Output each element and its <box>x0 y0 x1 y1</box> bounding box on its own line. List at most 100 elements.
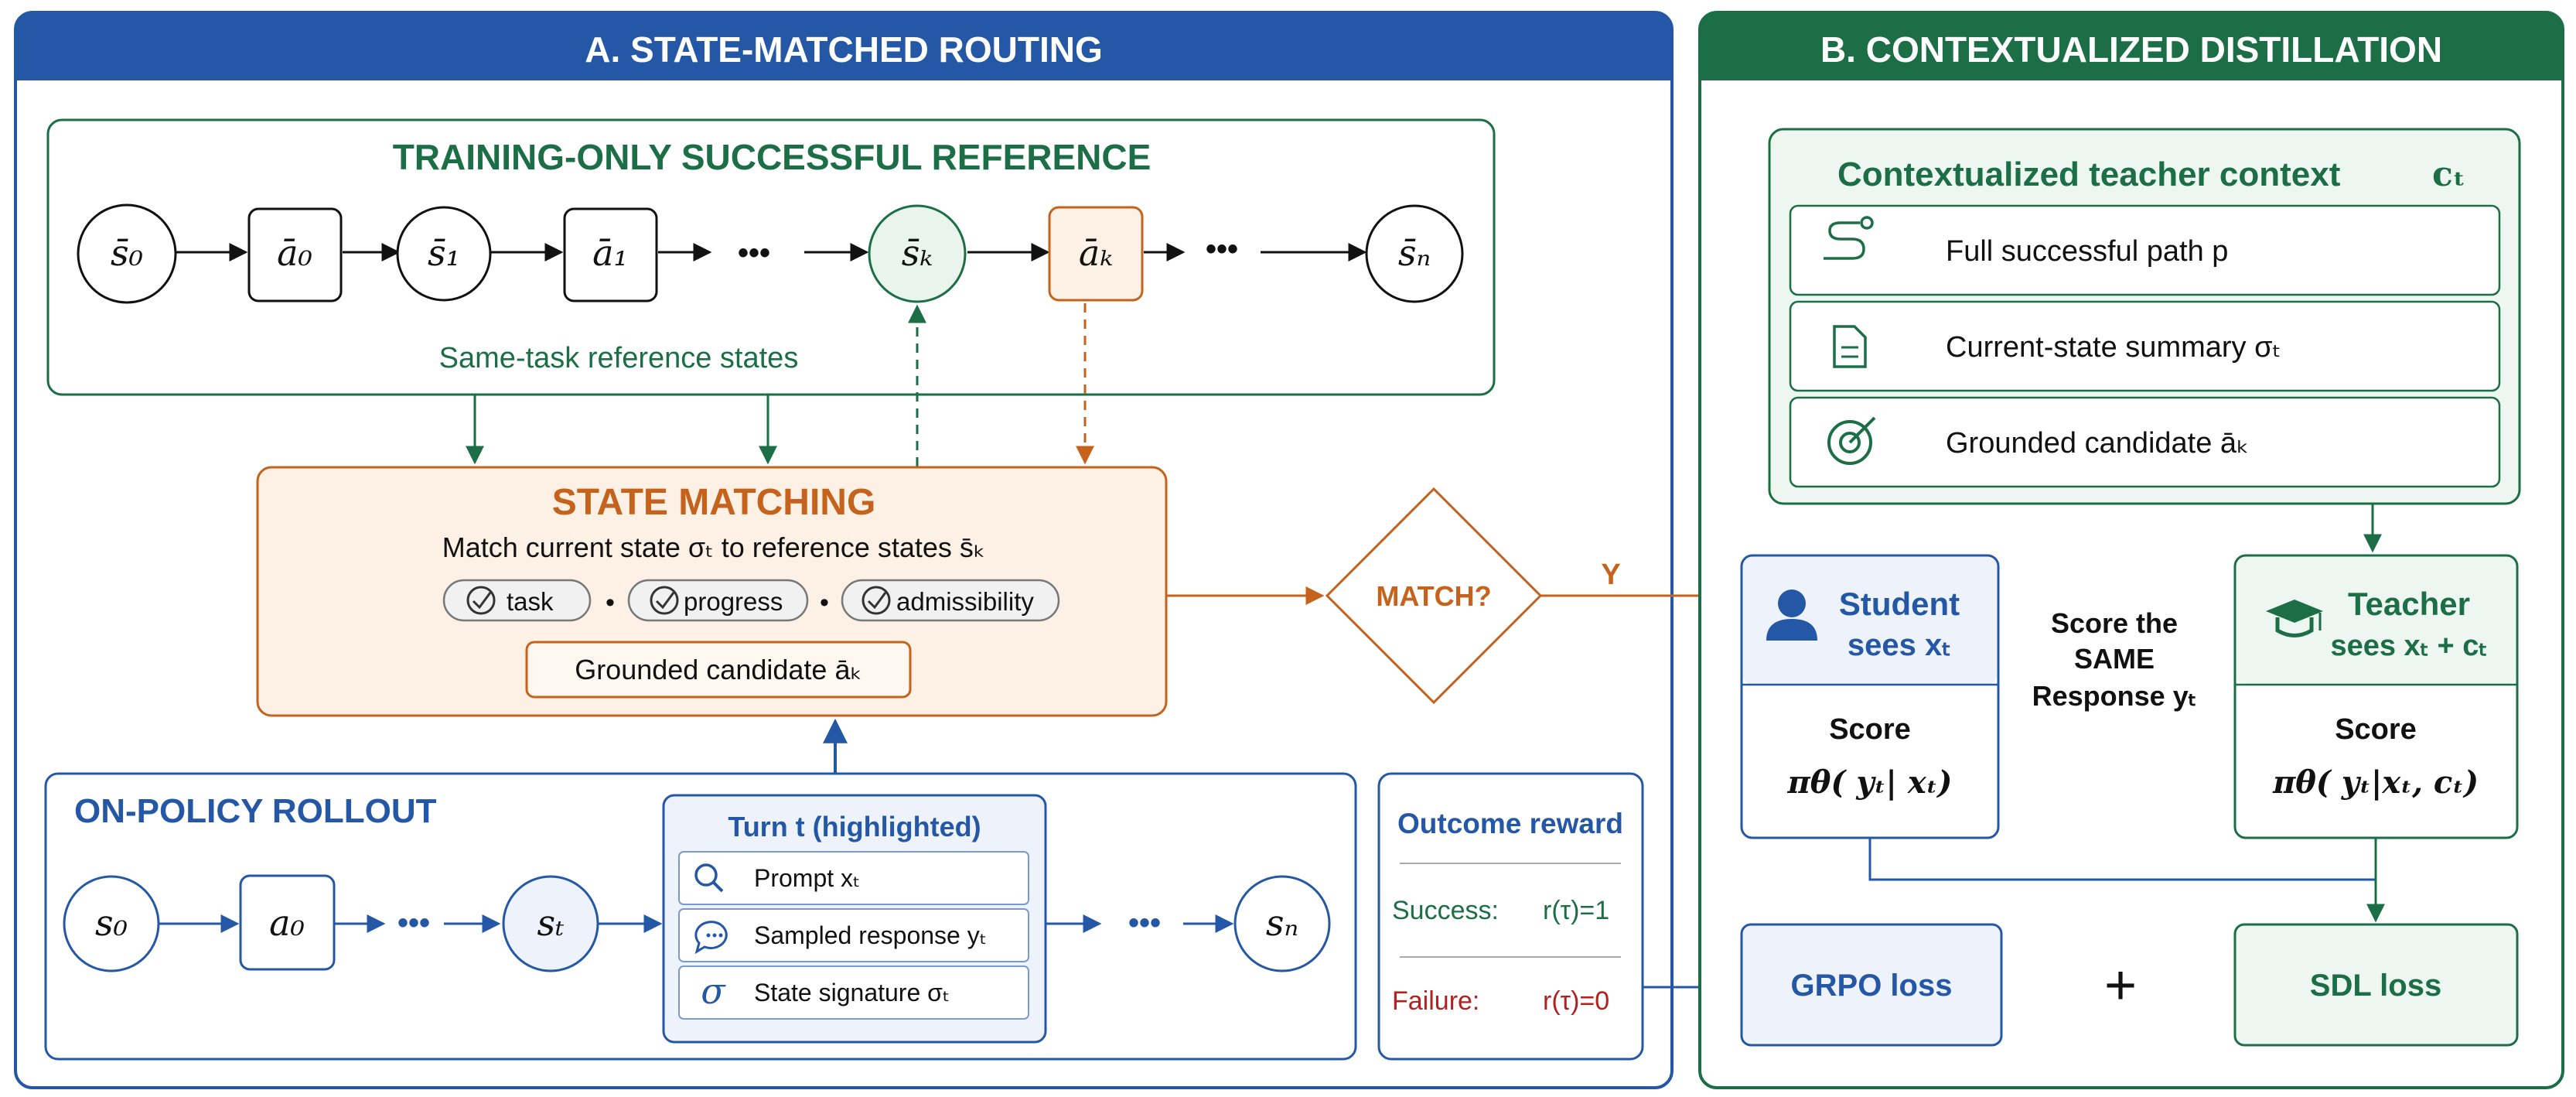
grounded-candidate-box <box>525 641 912 699</box>
grpo-loss-box: GRPO loss <box>1740 923 2003 1047</box>
ref-ellipsis-2: ••• <box>1206 232 1238 266</box>
turn-item-prompt <box>678 851 1029 905</box>
ref-state-1 <box>396 206 492 302</box>
rollout-box: ON-POLICY ROLLOUT s₀ a₀ ••• sₜ Turn t (h… <box>44 772 1357 1061</box>
rollout-ellipsis-2: ••• <box>1128 906 1161 940</box>
ref-action-1 <box>563 207 658 302</box>
target-icon <box>1827 420 1872 465</box>
turn-item-response <box>678 908 1029 962</box>
student-box: Student sees xₜ Score πθ( yₜ| xₜ) <box>1740 554 2000 839</box>
context-item-path <box>1789 204 2501 296</box>
check-mark-icon <box>867 592 887 610</box>
outcome-title: Outcome reward <box>1397 808 1623 839</box>
user-icon-body <box>1766 619 1817 641</box>
chat-dot <box>706 933 711 938</box>
chat-bubble-icon <box>694 921 728 955</box>
chip-progress-label: progress <box>684 587 783 616</box>
turn-item-signature <box>678 965 1029 1020</box>
outcome-success-value: r(τ)=1 <box>1543 896 1609 925</box>
ref-state-n <box>1365 204 1464 303</box>
search-icon-handle <box>711 880 724 893</box>
outcome-failure-label: Failure: <box>1392 986 1479 1016</box>
chip-task: task <box>442 579 592 622</box>
context-title: Contextualized teacher context <box>1837 155 2341 193</box>
matching-subtitle: Match current state σₜ to reference stat… <box>442 531 985 563</box>
chat-dot <box>712 933 717 938</box>
check-circle-icon <box>466 586 496 615</box>
context-item-path-label: Full successful path p <box>1946 235 2228 268</box>
panel-a-title: A. STATE-MATCHED ROUTING <box>585 29 1103 70</box>
context-item-candidate <box>1789 396 2501 488</box>
chip-admissibility: admissibility <box>841 579 1060 622</box>
student-title: Student <box>1839 586 1960 622</box>
context-item-candidate-label: Grounded candidate āₖ <box>1946 427 2249 460</box>
grounded-candidate-label: Grounded candidate āₖ <box>575 654 862 685</box>
teacher-title: Teacher <box>2348 586 2470 622</box>
check-circle-icon <box>862 586 891 615</box>
chip-admissibility-label: admissibility <box>896 587 1034 616</box>
decision-yes-label: Y <box>1601 559 1620 591</box>
compare-line-2: SAME <box>2074 643 2155 675</box>
reference-box: TRAINING-ONLY SUCCESSFUL REFERENCE ••• •… <box>46 118 1496 396</box>
teacher-context-box: Contextualized teacher context cₜ Full s… <box>1768 128 2521 505</box>
plus-sign: + <box>2104 955 2137 1017</box>
ref-action-k <box>1048 206 1144 302</box>
check-mark-icon <box>472 592 492 610</box>
sdl-loss-box: SDL loss <box>2233 923 2519 1047</box>
check-mark-icon <box>655 592 675 610</box>
graduation-cap-icon <box>2266 600 2323 623</box>
turn-item-response-label: Sampled response yₜ <box>754 921 987 949</box>
outcome-failure-value: r(τ)=0 <box>1543 986 1609 1016</box>
target-icon-inner <box>1839 432 1861 453</box>
check-circle-icon <box>650 586 679 615</box>
turn-box: Turn t (highlighted) Prompt xₜ Sampled r… <box>662 794 1047 1044</box>
student-score: Score <box>1829 713 1911 746</box>
decision-label: MATCH? <box>1376 580 1491 612</box>
ref-state-1-label: s̄₁ <box>428 232 460 274</box>
state-matching-box: STATE MATCHING Match current state σₜ to… <box>256 466 1168 717</box>
search-icon <box>694 863 718 887</box>
context-item-summary <box>1789 300 2501 392</box>
context-title-symbol: cₜ <box>2432 155 2465 194</box>
outcome-reward-box: Outcome reward Success: r(τ)=1 Failure: … <box>1377 772 1644 1061</box>
teacher-box: Teacher sees xₜ + cₜ Score πθ( yₜ|xₜ, cₜ… <box>2233 554 2519 839</box>
graduation-cap-base <box>2275 617 2314 637</box>
compare-line-1: Score the <box>2051 607 2178 639</box>
target-icon-arrow <box>1848 416 1876 444</box>
chip-dot-1: • <box>606 588 615 617</box>
sdl-loss-label: SDL loss <box>2310 969 2441 1003</box>
rollout-state-n-label: sₙ <box>1266 902 1298 944</box>
turn-item-prompt-label: Prompt xₜ <box>754 864 860 892</box>
outcome-success-label: Success: <box>1392 896 1499 925</box>
path-icon <box>1824 221 1865 260</box>
teacher-sees: sees xₜ + cₜ <box>2330 630 2487 662</box>
rollout-state-0-label: s₀ <box>95 902 128 944</box>
ref-state-n-label: s̄ₙ <box>1398 232 1431 274</box>
rollout-state-t-label: sₜ <box>537 902 565 944</box>
teacher-header <box>2237 557 2516 685</box>
ref-action-0 <box>247 207 343 302</box>
ref-action-k-label: āₖ <box>1079 232 1113 274</box>
teacher-score: Score <box>2335 713 2417 746</box>
chip-dot-2: • <box>820 588 829 617</box>
ref-action-1-label: ā₁ <box>592 232 628 274</box>
chat-dot <box>718 933 723 938</box>
grpo-loss-label: GRPO loss <box>1791 969 1953 1003</box>
rollout-action-0-label: a₀ <box>269 902 305 944</box>
ref-state-k <box>868 204 967 303</box>
turn-title: Turn t (highlighted) <box>728 811 981 842</box>
student-to-sdl-line <box>1868 838 2376 881</box>
rollout-state-n <box>1233 875 1331 972</box>
user-icon-head <box>1778 590 1806 617</box>
student-formula: πθ( yₜ| xₜ) <box>1787 764 1953 801</box>
compare-line-3: Response yₜ <box>2032 680 2197 712</box>
ref-ellipsis: ••• <box>738 236 770 270</box>
sigma-icon: σ <box>701 970 726 1012</box>
ref-state-0-label: s̄₀ <box>111 232 143 274</box>
panel-b-title: B. CONTEXTUALIZED DISTILLATION <box>1820 29 2442 70</box>
reference-title: TRAINING-ONLY SUCCESSFUL REFERENCE <box>393 137 1152 177</box>
rollout-state-t <box>502 875 599 972</box>
chip-task-label: task <box>507 587 554 616</box>
ref-action-0-label: ā₀ <box>277 232 312 274</box>
